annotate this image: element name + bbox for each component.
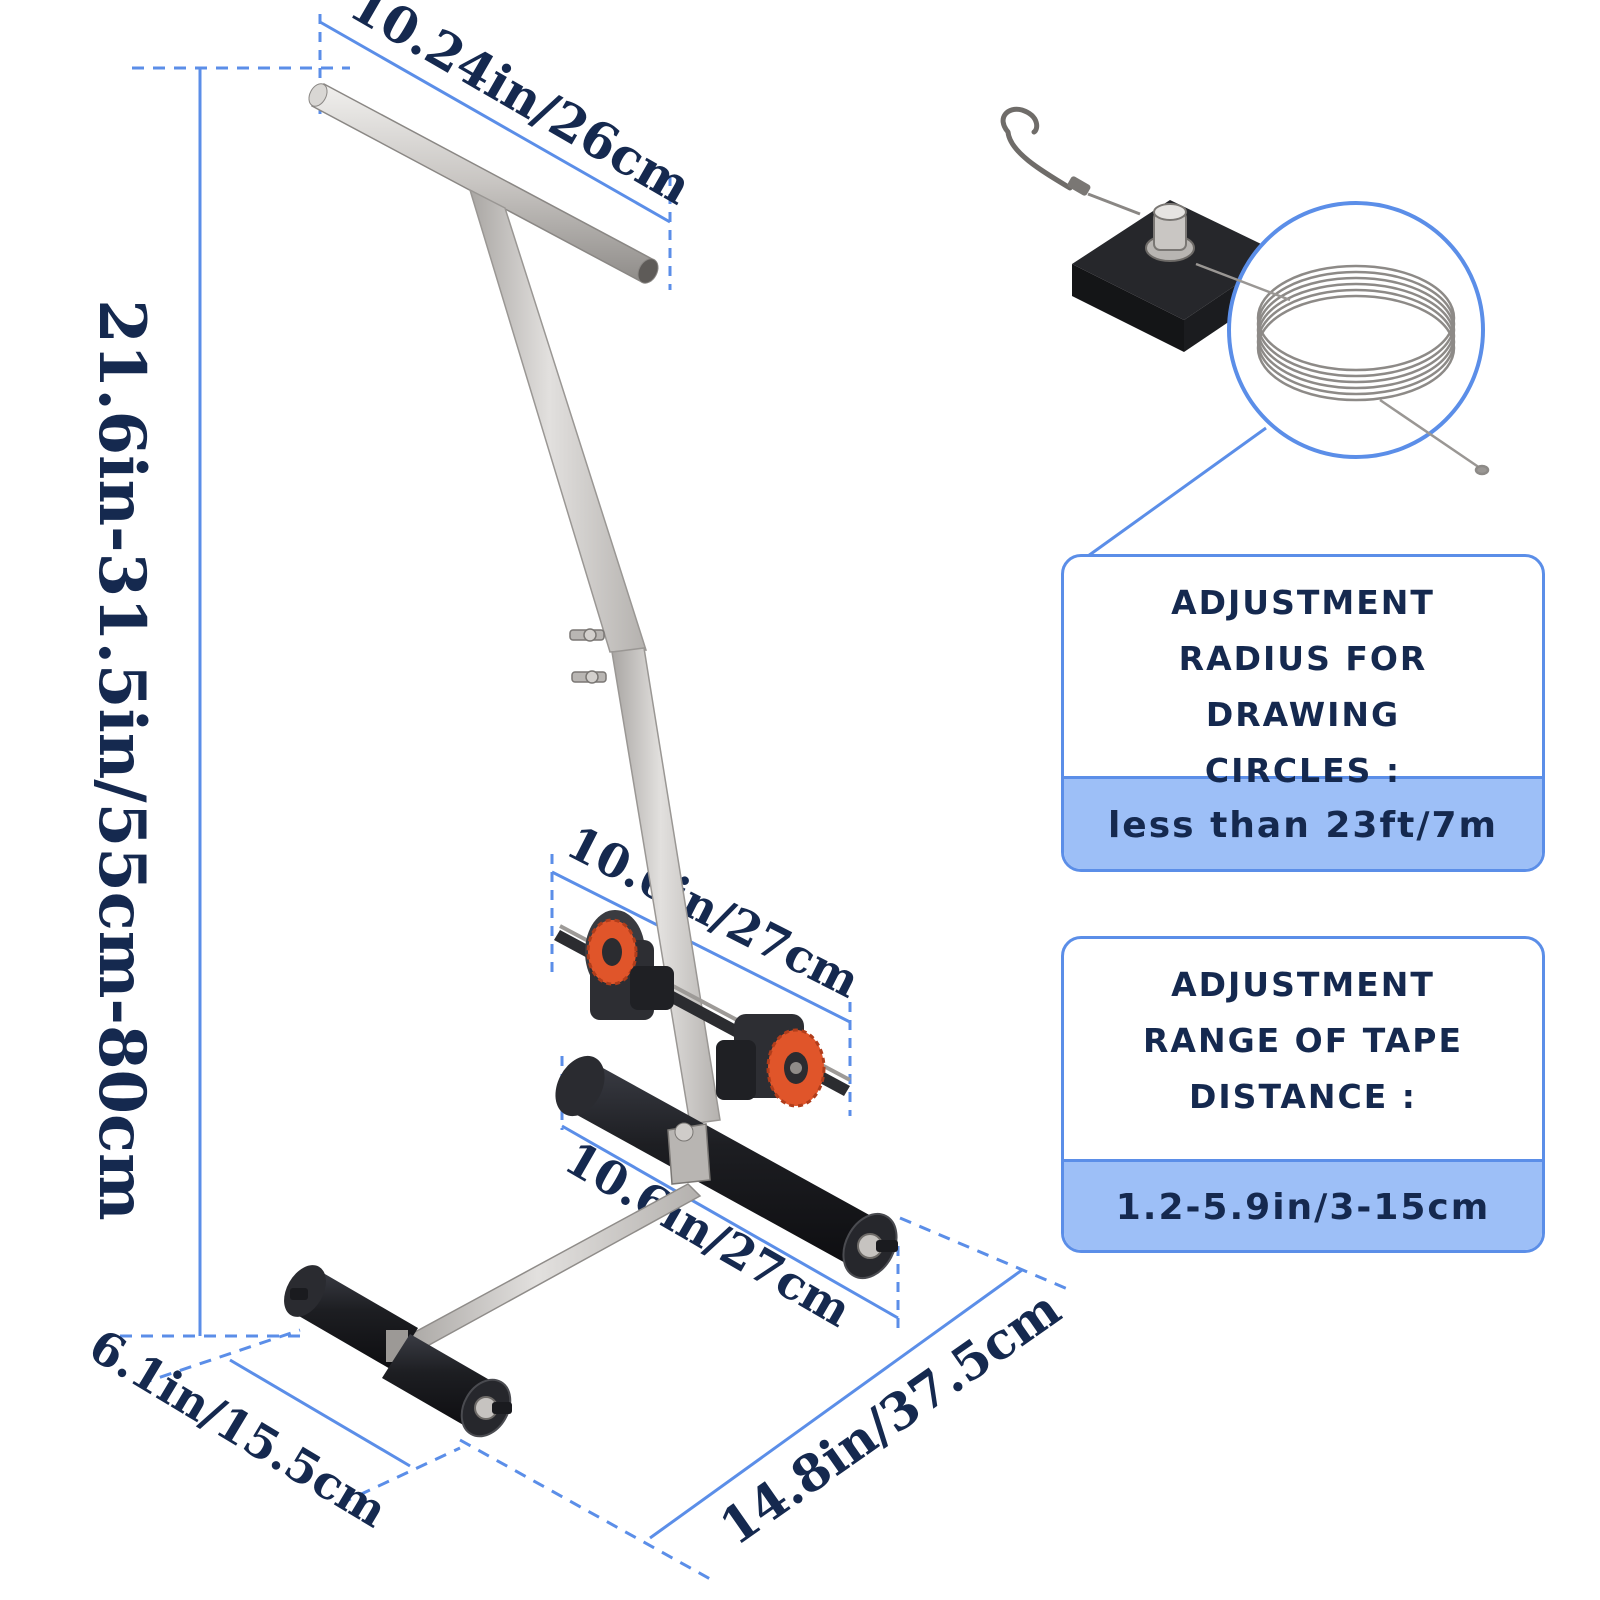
radius-value: less than 23ft/7m [1064,776,1542,869]
dimension-lines [120,14,1071,1582]
stake-cable-detail [1000,106,1490,558]
handle-width-label: 10.24in/26cm [340,0,701,216]
hook-icon [1000,106,1073,191]
height-range-label: 21.6in-31.5in/55cm-80cm [84,299,159,1220]
range-title-line: DISTANCE : [1189,1077,1417,1116]
range-title-line: ADJUSTMENT [1171,965,1435,1004]
rear-rollers [284,1265,512,1438]
radius-card-title: ADJUSTMENT RADIUS FOR DRAWING CIRCLES : [1064,557,1542,790]
base-length-label: 14.8in/37.5cm [709,1279,1071,1557]
right-spool [716,1014,826,1108]
left-spool [585,910,674,1020]
range-value: 1.2-5.9in/3-15cm [1064,1159,1542,1250]
height-clamp [569,628,607,684]
range-title-line: RANGE OF TAPE [1143,1021,1463,1060]
radius-title-line: RADIUS FOR DRAWING [1178,639,1428,734]
base-arm [402,1183,702,1351]
line-marker-illustration [284,82,898,1438]
tape-spool-assembly [554,910,851,1108]
magnifier-circle [1227,201,1485,459]
radius-title-line: ADJUSTMENT [1171,583,1435,622]
front-roller [555,1055,898,1280]
rear-roller-width-label: 6.1in/15.5cm [80,1318,396,1538]
radius-info-card: ADJUSTMENT RADIUS FOR DRAWING CIRCLES : … [1061,554,1545,872]
range-card-title: ADJUSTMENT RANGE OF TAPE DISTANCE : [1064,939,1542,1159]
handle-crossbar [308,82,659,284]
tape-range-info-card: ADJUSTMENT RANGE OF TAPE DISTANCE : 1.2-… [1061,936,1545,1253]
cable-coil [1195,262,1490,476]
